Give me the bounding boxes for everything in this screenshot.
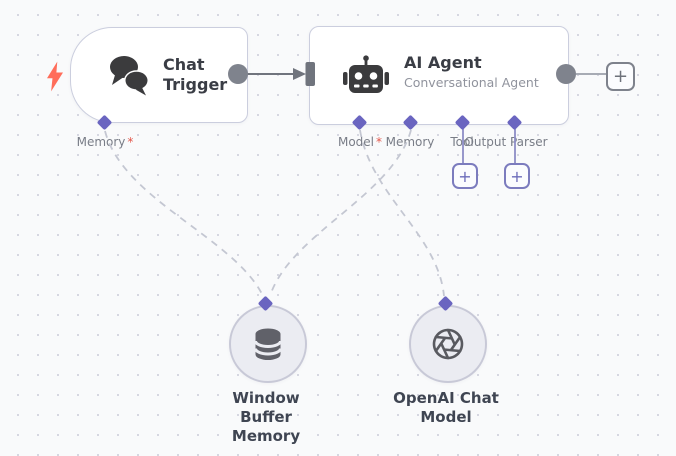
connection-arrowhead [293, 68, 306, 80]
node-text-ai-agent: AI Agent Conversational Agent [404, 53, 564, 91]
add-node-button-agent-output[interactable]: + [606, 62, 635, 91]
node-subtitle-ai-agent: Conversational Agent [404, 75, 539, 90]
node-title-openai-chat-model: OpenAI Chat Model [393, 389, 499, 426]
port-label-trigger-memory: Memory* [55, 135, 155, 149]
plus-icon: + [612, 66, 629, 87]
node-window-buffer-memory[interactable] [229, 305, 307, 383]
trigger-lightning-icon [47, 61, 63, 92]
port-label-agent-tool: Tool [413, 135, 513, 149]
port-label-text: Memory [76, 135, 126, 149]
node-title-ai-agent: AI Agent [404, 53, 482, 72]
connection-agent-memory-to-wbm[interactable] [269, 129, 412, 297]
node-openai-chat-model[interactable] [409, 305, 487, 383]
required-marker: * [127, 135, 134, 149]
node-ai-agent[interactable]: AI Agent Conversational Agent [309, 26, 569, 125]
add-node-button-tool[interactable]: + [452, 163, 478, 189]
robot-icon [343, 55, 389, 93]
add-node-button-output-parser[interactable]: + [504, 163, 530, 189]
openai-icon [432, 328, 464, 360]
node-chat-trigger[interactable]: Chat Trigger [70, 27, 248, 123]
port-label-text: Output Parser [464, 135, 548, 149]
plus-icon: + [458, 166, 472, 186]
chat-bubbles-icon [110, 56, 149, 97]
connection-agent-model-to-openai[interactable] [359, 129, 445, 297]
plus-icon: + [510, 166, 524, 186]
node-title-chat-trigger: Chat Trigger [163, 55, 228, 94]
port-label-text: Tool [450, 135, 474, 149]
port-label-agent-output-parser: Output Parser [457, 135, 557, 149]
connection-trigger-memory-to-wbm[interactable] [104, 130, 264, 297]
database-icon [254, 328, 282, 360]
node-title-window-buffer-memory: Window Buffer Memory [231, 389, 301, 445]
